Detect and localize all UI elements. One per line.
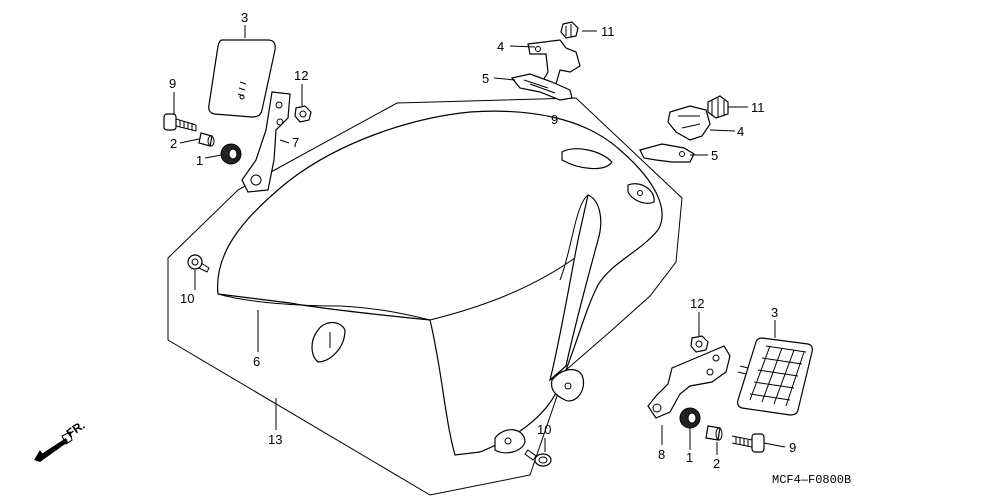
label-part-11-top: 11 [601, 24, 615, 39]
diagram-code: MCF4—F0800B [772, 473, 851, 487]
label-part-8: 8 [658, 447, 665, 462]
nut-top-center [560, 21, 579, 39]
fender-tab-top [627, 183, 655, 204]
nut-top-right [707, 95, 729, 119]
fender-stay [548, 194, 602, 382]
nut-left [294, 105, 312, 123]
grommet-left [220, 143, 242, 165]
nut-right [690, 335, 709, 353]
label-part-12-right: 12 [690, 296, 704, 311]
fender-vent [561, 148, 613, 170]
label-part-5-top: 5 [482, 71, 489, 86]
label-part-2-right: 2 [713, 456, 720, 471]
label-part-10-bottom: 10 [537, 422, 551, 437]
bracket-right [647, 345, 731, 419]
collar-right [705, 425, 723, 441]
label-part-12-left: 12 [294, 68, 308, 83]
leader-lines [173, 25, 786, 455]
label-part-11-right: 11 [751, 100, 765, 115]
bolt-fender-bottom [524, 449, 552, 467]
bracket-top-right [667, 105, 711, 141]
bracket-left [241, 91, 291, 193]
label-part-9-top: 9 [551, 112, 558, 127]
bracket-top-center [527, 39, 581, 91]
bolt-fender-left [187, 254, 210, 273]
label-part-1-right: 1 [686, 450, 693, 465]
fender-tab-right [550, 368, 585, 402]
clip-top-center [510, 73, 573, 101]
collar-left [198, 132, 215, 147]
bolt-right [731, 433, 765, 453]
label-part-4-top: 4 [497, 39, 504, 54]
fender-tab-bottom [494, 429, 526, 454]
label-part-1-left: 1 [196, 153, 203, 168]
label-part-7: 7 [292, 135, 299, 150]
label-part-9-right: 9 [789, 440, 796, 455]
grommet-right [679, 407, 701, 429]
tab-hole-right [564, 382, 572, 390]
tab-hole-top [637, 190, 643, 196]
label-part-6: 6 [253, 354, 260, 369]
label-part-5-right: 5 [711, 148, 718, 163]
label-part-3-right: 3 [771, 305, 778, 320]
tab-hole-bottom [504, 437, 512, 445]
label-part-10-left: 10 [180, 291, 194, 306]
front-direction-arrow: FR. [34, 418, 88, 462]
front-fender-body [217, 110, 663, 456]
label-part-2-left: 2 [170, 136, 177, 151]
label-part-9-left: 9 [169, 76, 176, 91]
label-part-3-left: 3 [241, 10, 248, 25]
clip-top-right [639, 143, 695, 163]
reflector-left [208, 39, 276, 118]
label-part-4-right: 4 [737, 124, 744, 139]
bolt-left [163, 113, 197, 132]
direction-label: FR. [64, 418, 88, 441]
fender-inner-edge [217, 293, 431, 321]
fender-flap [311, 321, 346, 363]
label-part-13: 13 [268, 432, 282, 447]
reflector-right [737, 337, 813, 416]
